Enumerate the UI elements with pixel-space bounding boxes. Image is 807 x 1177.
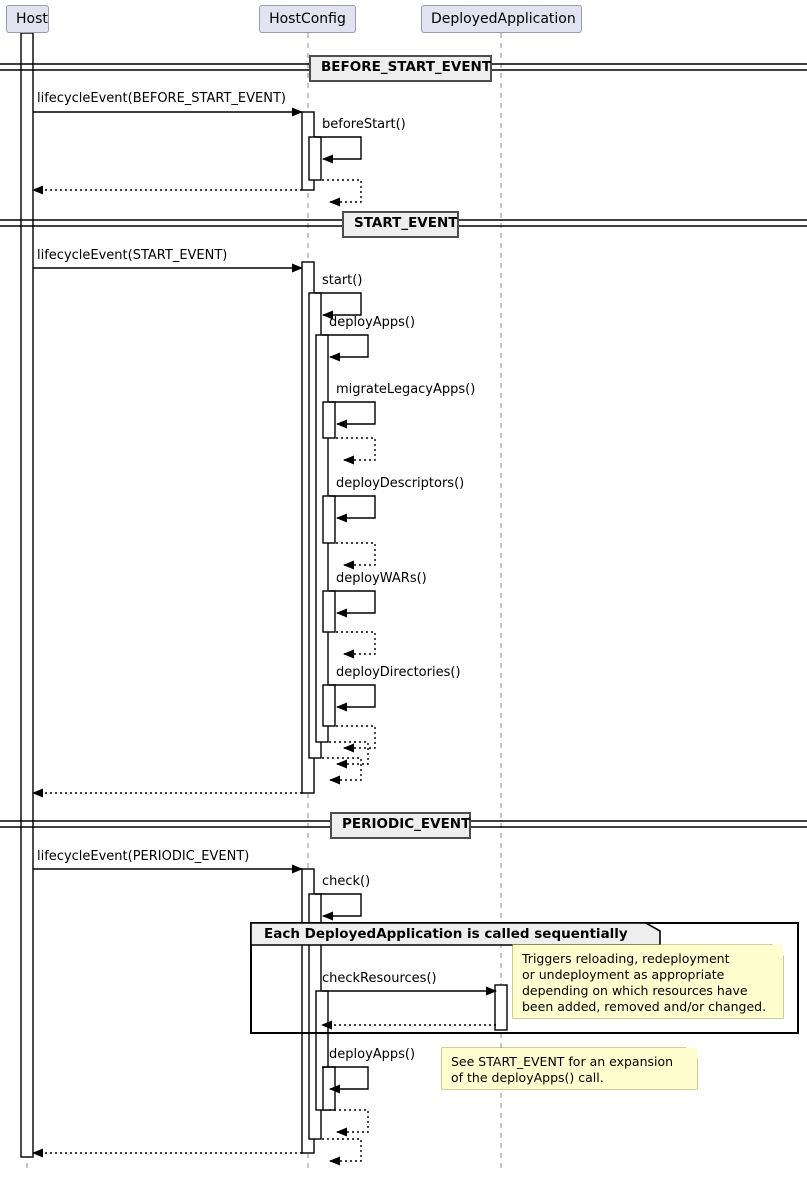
activation-bar-a-host [20, 32, 34, 1158]
message-label-m6: start() [322, 273, 363, 288]
message-label-m5: lifecycleEvent(START_EVENT) [37, 248, 228, 263]
activation-bars-group [20, 32, 508, 1158]
group-title-tab-each-deployed-application [250, 922, 661, 946]
message-self-m11 [336, 542, 376, 570]
message-label-m7: deployApps() [329, 315, 416, 330]
message-self-m9 [336, 437, 376, 465]
message-self-m17 [322, 757, 362, 785]
message-label-m2: beforeStart() [322, 117, 406, 132]
group-label-each-deployed-application: Each DeployedApplication is called seque… [264, 926, 628, 942]
message-label-m21: checkResources() [322, 971, 437, 986]
note-text-deploy-apps-note: See START_EVENT for an expansion of the … [442, 1048, 697, 1089]
message-self-m24 [329, 1109, 369, 1137]
lifelines-group [26, 33, 502, 1171]
group-frames-group [250, 922, 799, 1034]
event-divider-periodic: PERIODIC_EVENT [330, 812, 471, 839]
activation-bar-a-da-1 [494, 984, 508, 1031]
message-self-m25 [322, 1138, 362, 1166]
message-arrows-group [32, 107, 497, 1166]
activation-bar-a-hc-1b [308, 136, 322, 181]
activation-bar-a-hc-2f [322, 590, 336, 633]
participant-deployedapp[interactable]: DeployedApplication [421, 5, 582, 33]
message-self-m14 [329, 684, 376, 712]
activation-bar-a-hc-2e [322, 495, 336, 544]
activation-bar-a-hc-2d [322, 401, 336, 439]
message-self-m16 [329, 741, 369, 769]
event-divider-before-start: BEFORE_START_EVENT [309, 55, 492, 82]
participant-hostconfig[interactable]: HostConfig [259, 5, 356, 33]
participant-host[interactable]: Host [6, 5, 49, 33]
message-self-m23 [322, 1066, 369, 1094]
message-self-m7 [322, 334, 369, 362]
message-label-m20: check() [322, 874, 371, 889]
message-self-m15 [336, 725, 376, 753]
message-label-m14: deployDirectories() [336, 665, 461, 680]
message-self-m20 [315, 893, 362, 921]
divider-lines-group [0, 63, 807, 828]
message-self-m3 [322, 179, 362, 207]
note-text-check-resources-note: Triggers reloading, redeployment or unde… [513, 945, 783, 1018]
message-self-m2 [315, 136, 362, 164]
message-self-m6 [315, 292, 362, 320]
activation-bar-a-hc-2g [322, 684, 336, 727]
message-label-m19: lifecycleEvent(PERIODIC_EVENT) [37, 849, 250, 864]
message-label-m8: migrateLegacyApps() [336, 382, 476, 397]
message-self-m10 [329, 495, 376, 523]
message-self-m8 [329, 401, 376, 429]
event-divider-start: START_EVENT [342, 211, 459, 238]
message-self-m12 [329, 590, 376, 618]
message-label-m12: deployWARs() [336, 571, 427, 586]
message-label-m1: lifecycleEvent(BEFORE_START_EVENT) [37, 91, 286, 106]
message-label-m10: deployDescriptors() [336, 476, 465, 491]
message-label-m23: deployApps() [329, 1047, 416, 1062]
message-self-m13 [336, 631, 376, 659]
